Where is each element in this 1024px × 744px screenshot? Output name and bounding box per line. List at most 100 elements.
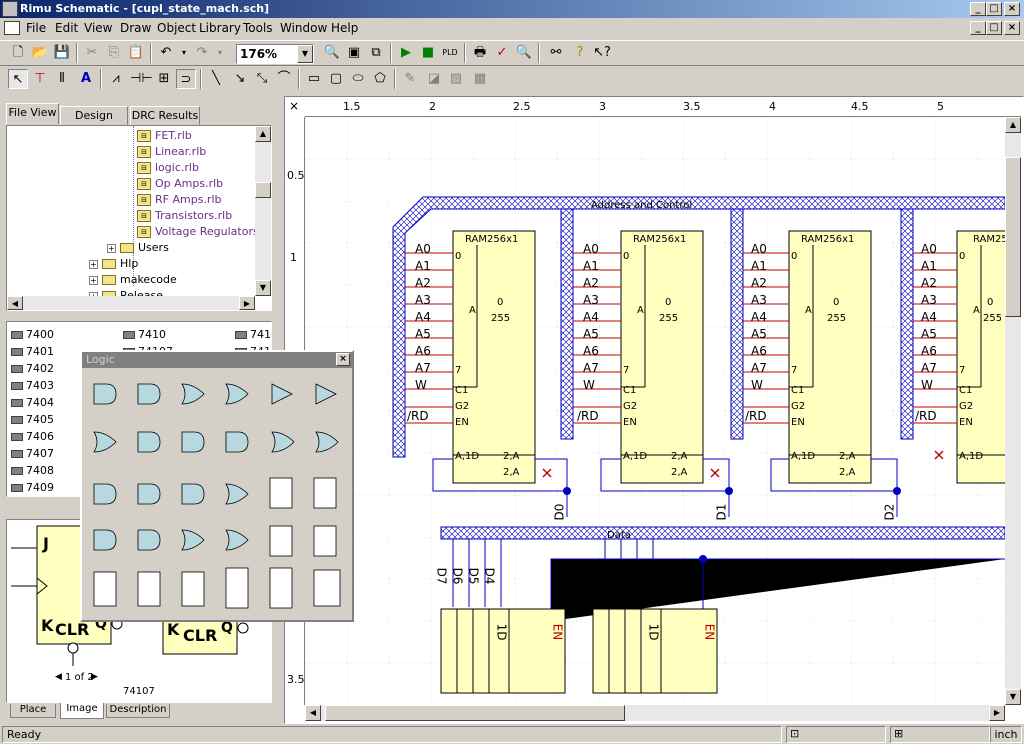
tree-item[interactable]: +Users [107,241,169,254]
next-page-icon[interactable]: ▶ [91,672,98,682]
pattern-icon[interactable]: ▩ [473,71,487,86]
print-check-icon[interactable]: ✓ [496,45,508,60]
expand-icon[interactable]: + [89,275,98,285]
menu-library[interactable]: Library [199,21,241,35]
mdi-restore-button[interactable]: □ [986,21,1002,35]
scroll-down-icon[interactable]: ▼ [255,280,271,296]
list-item[interactable]: 7408 [11,462,54,479]
tree-item[interactable]: ⊟Op Amps.rlb [137,176,223,192]
tree-item[interactable]: ⊟RF Amps.rlb [137,192,221,208]
vertical-scrollbar[interactable]: ▲ ▼ [1005,117,1021,705]
pen-color-icon[interactable]: ✎ [404,71,416,86]
tab-place[interactable]: Place [10,704,56,718]
wire-select-icon[interactable]: ⊤ [34,71,46,86]
menu-window[interactable]: Window [280,21,328,35]
ram-block[interactable] [452,230,536,456]
zoom-fit-icon[interactable]: ▣ [347,45,361,60]
line-icon[interactable]: ╲ [212,71,220,86]
ram-block[interactable] [620,230,704,456]
undo-icon[interactable]: ↶ [160,45,172,60]
scroll-right-icon[interactable]: ▶ [989,705,1005,721]
open-icon[interactable]: 📂 [31,45,49,60]
print-icon[interactable]: 🖶 [473,45,487,60]
print-preview-icon[interactable]: 🔍 [515,45,533,60]
list-item[interactable]: 7406 [11,428,54,445]
scroll-up-icon[interactable]: ▲ [255,126,271,142]
resistor-icon[interactable]: ⩘ [112,71,120,86]
hatch-icon[interactable]: ▨ [449,71,463,86]
tab-description[interactable]: Description [106,704,170,718]
context-help-icon[interactable]: ↖? [593,45,611,60]
minimize-button[interactable]: _ [970,2,986,16]
tree-hscrollbar[interactable]: ◀ ▶ [7,296,255,310]
expand-icon[interactable]: + [89,259,98,269]
tab-file-view[interactable]: File View [6,103,59,124]
polygon-icon[interactable]: ⬠ [374,71,386,86]
redo-dropdown-icon[interactable]: ▾ [217,48,222,57]
logic-gates-grid[interactable] [86,374,350,620]
arc-icon[interactable]: ⌒ [277,71,291,86]
list-item[interactable]: 7401 [11,343,54,360]
rounded-rect-icon[interactable]: ▢ [329,71,343,86]
scroll-thumb[interactable] [325,705,625,721]
ellipse-icon[interactable]: ⬭ [352,71,364,86]
bus-icon[interactable]: ⫴ [59,71,65,86]
tree-item[interactable]: ⊟logic.rlb [137,160,199,176]
app-icon[interactable] [2,1,18,17]
expand-icon[interactable]: + [107,243,116,253]
scroll-up-icon[interactable]: ▲ [1005,117,1021,133]
menu-file[interactable]: File [26,21,47,35]
menu-edit[interactable]: Edit [55,21,79,35]
tab-design-view[interactable]: Design View [60,106,128,139]
list-item[interactable]: 7404 [11,394,54,411]
cut-icon[interactable]: ✂ [86,45,98,60]
save-icon[interactable]: 💾 [53,45,71,60]
horizontal-scrollbar[interactable]: ◀ ▶ [305,705,1005,721]
menu-object[interactable]: Object [157,21,197,35]
tree-item[interactable]: +makecode [89,273,177,286]
scroll-right-icon[interactable]: ▶ [239,296,255,310]
scroll-thumb[interactable] [1005,157,1021,317]
netlist-icon[interactable]: ⚯ [550,45,562,60]
ram-block[interactable] [788,230,872,456]
prev-page-icon[interactable]: ◀ [55,672,62,682]
list-item[interactable]: 7400 [11,326,54,343]
scroll-down-icon[interactable]: ▼ [1005,689,1021,705]
pld-icon[interactable]: PLD [442,48,458,57]
tab-image[interactable]: Image [60,703,104,719]
mdi-minimize-button[interactable]: _ [970,21,986,35]
zoom-window-icon[interactable]: ⧉ [371,45,381,60]
menu-draw[interactable]: Draw [120,21,152,35]
ic-icon[interactable]: ⊞ [158,71,170,86]
list-item[interactable]: 7407 [11,445,54,462]
tree-item[interactable]: ⊟Linear.rlb [137,144,206,160]
scroll-thumb[interactable] [255,182,271,198]
undo-dropdown-icon[interactable]: ▾ [181,48,186,57]
tree-item[interactable]: ⊟FET.rlb [137,128,192,144]
help-icon[interactable]: ? [576,45,584,60]
list-item[interactable]: 7409 [11,479,54,496]
menu-tools[interactable]: Tools [243,21,273,35]
tree-item[interactable]: +Hlp [89,257,139,270]
close-button[interactable]: × [1004,2,1020,16]
rectangle-icon[interactable]: ▭ [307,71,321,86]
paste-icon[interactable]: 📋 [127,45,145,60]
scroll-left-icon[interactable]: ◀ [7,296,23,310]
mdi-close-button[interactable]: × [1004,21,1020,35]
list-item[interactable]: 7403 [11,377,54,394]
schematic-canvas[interactable] [305,117,1005,705]
list-item[interactable]: 7405 [11,411,54,428]
tab-drc-results[interactable]: DRC Results [130,106,200,125]
menu-view[interactable]: View [84,21,113,35]
copy-icon[interactable]: ⎘ [108,45,120,60]
select-icon[interactable]: ↖ [8,69,28,89]
menu-help[interactable]: Help [331,21,359,35]
tree-item[interactable]: ⊟Voltage Regulators [137,224,259,240]
gate-icon[interactable]: ⊃ [176,69,196,89]
arrow-line-icon[interactable]: ↘ [234,71,246,86]
list-item[interactable]: 7410 [123,326,166,343]
zoom-combo[interactable]: 176% ▼ [236,44,314,64]
maximize-button[interactable]: □ [986,2,1002,16]
list-item[interactable]: 7402 [11,360,54,377]
list-item[interactable]: 741 [235,326,271,343]
